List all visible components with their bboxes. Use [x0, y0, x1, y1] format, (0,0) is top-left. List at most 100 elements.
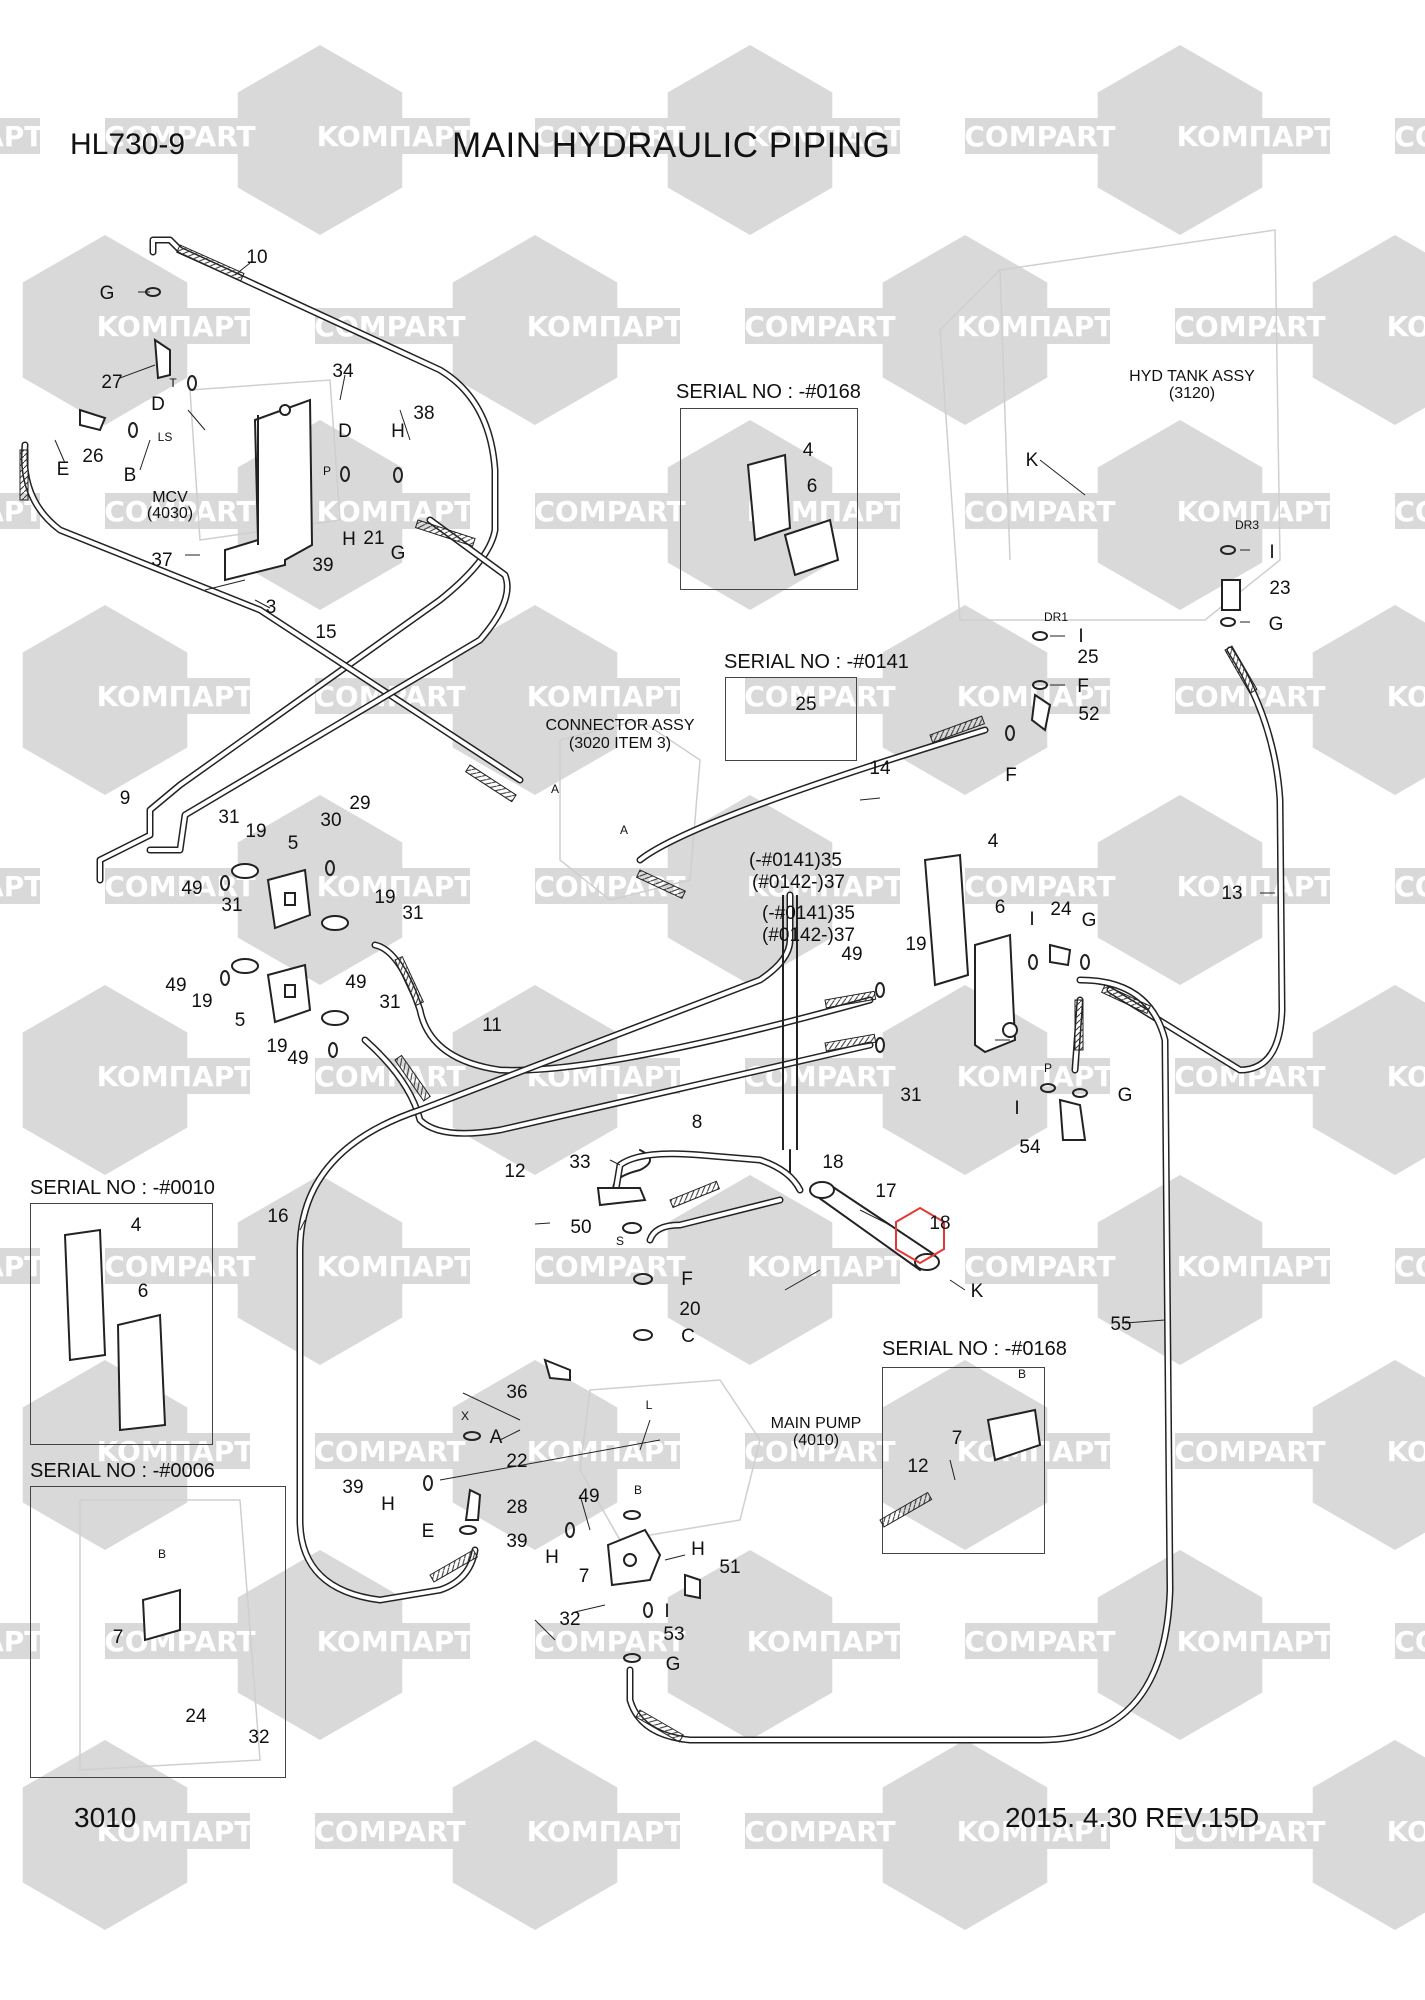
callout-c49f: 49 [578, 1486, 599, 1507]
leader-lines [54, 262, 1275, 1641]
hose-14 [636, 726, 989, 864]
callout-c8: 8 [692, 1112, 703, 1133]
callout-c49a: 49 [181, 878, 202, 899]
callout-c24b: 24 [185, 1706, 207, 1727]
watermark-text: KOMПАРТ [527, 310, 684, 343]
callout-cH5: H [691, 1539, 705, 1560]
tee-28 [464, 1488, 482, 1521]
watermark-text: KOMПАРТ [1387, 1435, 1425, 1468]
braid-15a [19, 449, 29, 501]
port-letter-a: A [551, 782, 559, 796]
callout-cE2: E [422, 1521, 435, 1542]
braid-12-serial [879, 1491, 933, 1528]
callout-cH3: H [381, 1494, 395, 1515]
watermark-band [1390, 308, 1425, 344]
watermark-text: KOMПАРТ [97, 680, 254, 713]
port-letter-l: L [646, 1398, 653, 1412]
callout-cE1: E [57, 459, 70, 480]
port-letter-x: X [461, 1409, 469, 1423]
callout-cD1: D [151, 394, 165, 415]
callout-cB1: B [124, 465, 137, 486]
watermark-band [1395, 1623, 1425, 1659]
bolt-36 [543, 1358, 571, 1382]
assembly-hyd-tank-name: HYD TANK ASSY [1129, 368, 1255, 385]
ring-18-left [809, 1181, 835, 1199]
vertical-tube [782, 895, 798, 1150]
serial-0168-block-7 [986, 1408, 1042, 1462]
port-letter-dr1: DR1 [1044, 610, 1068, 624]
assembly-main-pump-name: MAIN PUMP [771, 1415, 862, 1432]
callout-cH2: H [342, 529, 356, 550]
watermark-band [745, 1813, 895, 1849]
callout-c39c: 39 [506, 1531, 527, 1552]
watermark-text: KOMПАРТ [957, 310, 1114, 343]
flange-19d [321, 1010, 349, 1026]
watermark-text: COMPART [744, 1435, 895, 1468]
ring-18-right [914, 1253, 940, 1271]
callout-c28: 28 [506, 1497, 527, 1518]
watermark-band [535, 118, 685, 154]
watermark-band [100, 678, 250, 714]
callout-cH1: H [391, 421, 405, 442]
watermark-text: KOMПАРТ [97, 310, 254, 343]
watermark-text: COMPART [104, 120, 255, 153]
serial-0010-bracket-4 [63, 1228, 107, 1362]
callout-cF2: F [1005, 765, 1017, 786]
watermark-band [750, 868, 900, 904]
watermark-text: COMPART [1174, 1435, 1325, 1468]
watermark-text: COMPART [744, 310, 895, 343]
watermark-text: KOMПАРТ [1387, 310, 1425, 343]
watermark-band [530, 678, 680, 714]
callout-cK2: K [971, 1281, 984, 1302]
sensor-51 [684, 1573, 701, 1600]
watermark-band [530, 1813, 680, 1849]
callout-cG2: G [391, 543, 406, 564]
callout-cC1: C [681, 1326, 695, 1347]
watermark-text: COMPART [1394, 1250, 1425, 1283]
bracket-3 [224, 398, 314, 582]
port-letter-b: B [158, 1547, 166, 1561]
watermark-band [965, 493, 1115, 529]
braid-55 [635, 1709, 684, 1743]
port-letter-ls: LS [158, 430, 173, 444]
callout-c55: 55 [1110, 1314, 1131, 1335]
callout-c4c: 4 [131, 1215, 142, 1236]
callout-c17: 17 [875, 1181, 896, 1202]
callout-cI1: I [1269, 542, 1274, 563]
braid-54 [1074, 999, 1084, 1051]
watermark-band [965, 118, 1115, 154]
hyd-tank-edge [999, 269, 1011, 561]
watermark-band [1175, 1058, 1325, 1094]
watermark-band [0, 1623, 40, 1659]
watermark-text: COMPART [1394, 495, 1425, 528]
callout-c31a: 31 [218, 807, 239, 828]
watermark-text: COMPART [314, 1815, 465, 1848]
watermark-band [530, 308, 680, 344]
callout-c38: 38 [413, 403, 434, 424]
callout-c12a: 12 [504, 1161, 525, 1182]
serial-0168-bracket-4 [746, 453, 792, 542]
flange-33 [596, 1187, 647, 1207]
braid-9b [635, 869, 686, 900]
watermark-text: KOMПАРТ [0, 870, 43, 903]
watermark-band [965, 1248, 1115, 1284]
callout-c27: 27 [101, 372, 122, 393]
serial-box-0168-top-title: SERIAL NO : -#0168 [676, 381, 861, 403]
callout-c49b: 49 [165, 975, 186, 996]
watermark-text: COMPART [104, 495, 255, 528]
serial-box-0006-title: SERIAL NO : -#0006 [30, 1460, 215, 1482]
callout-c6b: 6 [995, 897, 1006, 918]
callout-cG4: G [1082, 910, 1097, 931]
serial-0010-block-6 [116, 1313, 167, 1432]
callout-c6a: 6 [807, 476, 818, 497]
port-letter-p: P [323, 464, 331, 478]
assembly-mcv-code: (4030) [147, 505, 193, 522]
watermark-band [535, 1248, 685, 1284]
watermark-text: KOMПАРТ [0, 1250, 43, 1283]
serial-0006-block-7 [141, 1588, 181, 1642]
callout-c26: 26 [82, 446, 103, 467]
page-number: 3010 [74, 1802, 137, 1833]
callout-c13: 13 [1221, 883, 1242, 904]
